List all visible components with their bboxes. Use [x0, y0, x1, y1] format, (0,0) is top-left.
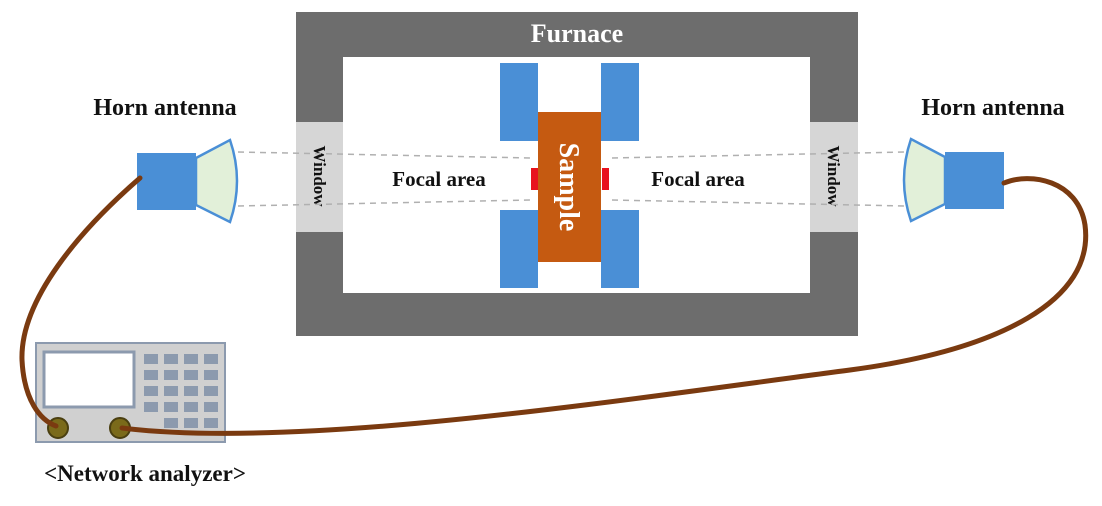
horn-left-flare [194, 138, 239, 224]
key [184, 370, 198, 380]
key [204, 354, 218, 364]
sample-label: Sample [553, 143, 584, 232]
key [144, 386, 158, 396]
holder-block-bottom-right [601, 210, 639, 288]
focal-marker-right [602, 168, 609, 190]
horn-right-flare [902, 137, 947, 223]
key [164, 386, 178, 396]
cables [19, 175, 1089, 436]
key [184, 386, 198, 396]
window-left-label: Window [310, 145, 329, 207]
window-right: Window [810, 122, 858, 232]
horn-left-label: Horn antenna [93, 95, 236, 121]
key [184, 354, 198, 364]
key [164, 402, 178, 412]
beam-line-right-upper [611, 151, 906, 159]
focal-area-left-label: Focal area [392, 167, 486, 191]
holder-block-top-left [500, 63, 538, 141]
sample: Sample [538, 112, 601, 262]
window-right-pane [810, 122, 858, 232]
focal-area-right-label: Focal area [651, 167, 745, 191]
key [164, 370, 178, 380]
horn-right-label: Horn antenna [921, 95, 1064, 121]
analyzer-screen [42, 350, 136, 409]
window-right-label: Window [824, 145, 843, 207]
window-left-pane [296, 122, 343, 232]
focal-marker-left [531, 168, 538, 190]
microwave-beam [237, 151, 906, 207]
key [204, 386, 218, 396]
key [144, 402, 158, 412]
window-left: Window [296, 122, 343, 232]
sample-holder [500, 63, 639, 288]
key [184, 418, 198, 428]
holder-block-bottom-left [500, 210, 538, 288]
key [164, 418, 178, 428]
furnace-title: Furnace [531, 19, 623, 48]
network-analyzer-label: <Network analyzer> [44, 461, 246, 486]
horn-right-waveguide [945, 152, 1004, 209]
key [164, 354, 178, 364]
cable-left [19, 175, 143, 429]
horn-antenna-right: Horn antenna [902, 95, 1065, 223]
key [204, 402, 218, 412]
horn-left-waveguide [137, 153, 196, 210]
cable-right [119, 176, 1089, 436]
holder-block-top-right [601, 63, 639, 141]
beam-line-left-upper [237, 151, 531, 159]
key [144, 370, 158, 380]
key [204, 418, 218, 428]
network-analyzer: <Network analyzer> [35, 342, 246, 486]
key [204, 370, 218, 380]
analyzer-keypad [144, 354, 218, 428]
beam-line-left-lower [237, 199, 531, 207]
horn-antenna-left: Horn antenna [93, 95, 239, 224]
sample-body [538, 112, 601, 262]
beam-line-right-lower [611, 199, 906, 207]
key [184, 402, 198, 412]
key [144, 354, 158, 364]
